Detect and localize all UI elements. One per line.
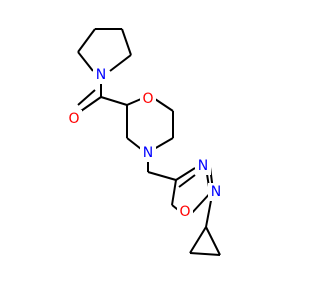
bond bbox=[175, 167, 196, 181]
atom-label-o-oxadiazole: O bbox=[177, 203, 193, 221]
bond bbox=[126, 137, 142, 150]
bond bbox=[77, 28, 96, 53]
pyrrolidine-ring bbox=[77, 28, 132, 72]
atom-symbol: N bbox=[211, 184, 221, 200]
atom-label-n-morpholine: N bbox=[140, 144, 156, 162]
atom-label-o-carbonyl: O bbox=[67, 110, 82, 128]
bond bbox=[126, 98, 142, 106]
bond bbox=[189, 252, 221, 256]
atom-symbol: O bbox=[142, 91, 153, 107]
atom-symbol: N bbox=[96, 67, 106, 83]
bond bbox=[205, 226, 221, 256]
bond bbox=[100, 96, 128, 106]
atom-symbol: O bbox=[68, 111, 79, 127]
bond bbox=[178, 174, 196, 188]
morpholine-ring bbox=[126, 98, 174, 150]
amide-group bbox=[77, 80, 128, 112]
bond bbox=[77, 89, 96, 106]
atom-label-n-oxadiazole-3: N bbox=[195, 157, 211, 175]
atom-label-o-morpholine: O bbox=[140, 90, 156, 108]
atom-symbol: O bbox=[179, 204, 190, 220]
bond bbox=[153, 137, 174, 150]
cyclopropyl-ring bbox=[189, 189, 221, 256]
bond bbox=[171, 179, 177, 206]
bond bbox=[147, 171, 177, 181]
bond bbox=[77, 51, 94, 72]
atom-label-n-oxadiazole-4: N bbox=[208, 183, 224, 201]
bond bbox=[154, 98, 174, 112]
bond bbox=[189, 226, 207, 254]
bond bbox=[121, 28, 132, 56]
atom-symbol: N bbox=[198, 158, 208, 174]
atom-labels: N O O N N N O bbox=[67, 66, 224, 221]
molecule-structure-diagram: N O O N N N O bbox=[67, 28, 224, 256]
atom-symbol: N bbox=[143, 145, 153, 161]
bond bbox=[109, 54, 132, 72]
atom-label-n-pyrrolidine: N bbox=[93, 66, 109, 84]
bond bbox=[80, 96, 102, 112]
